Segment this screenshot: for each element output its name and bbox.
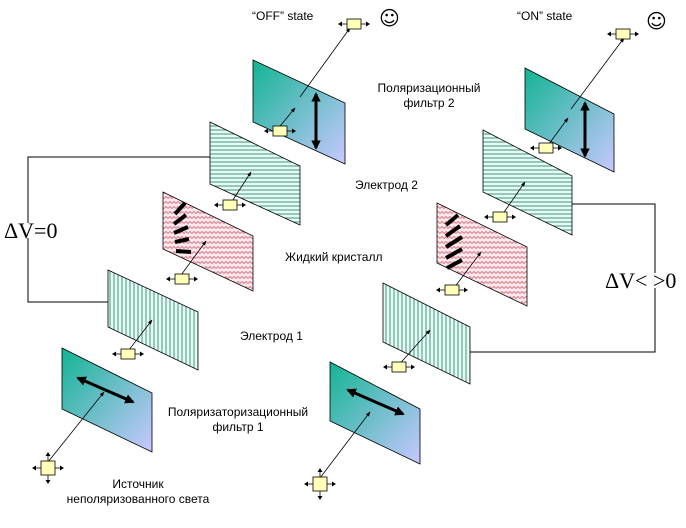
right-polarizer-1 bbox=[329, 361, 421, 465]
left-electrode-2 bbox=[209, 121, 301, 226]
smiley-off-icon: ☺ bbox=[379, 6, 400, 30]
right-electrode-2 bbox=[482, 129, 573, 236]
electrode-2-label: Электрод 2 bbox=[355, 178, 418, 192]
smiley-on-icon: ☺ bbox=[646, 9, 667, 33]
liquid-crystal-label: Жидкий кристалл bbox=[285, 250, 383, 264]
right-crystal-molecules bbox=[444, 213, 464, 270]
off-stack bbox=[31, 18, 371, 485]
voltage-off-label: ΔV=0 bbox=[4, 218, 58, 243]
right-polarizer-1-axis bbox=[346, 388, 405, 416]
on-state-label: “ON” state bbox=[517, 9, 573, 23]
light-packet-off-3 bbox=[213, 199, 247, 211]
on-stack bbox=[303, 28, 640, 501]
polarization-filter-2-label: Поляризационный фильтр 2 bbox=[377, 81, 481, 110]
light-packet-on-2 bbox=[435, 284, 469, 296]
voltage-on-label: ΔV< >0 bbox=[605, 268, 677, 293]
light-packet-off-out bbox=[337, 18, 371, 30]
light-packet-on-3 bbox=[483, 211, 517, 223]
light-packet-off-1 bbox=[111, 348, 145, 360]
left-polarizer-1 bbox=[61, 347, 153, 453]
off-state-label: “OFF” state bbox=[252, 9, 314, 23]
light-source-label: Источник неполяризованного света bbox=[66, 477, 210, 506]
light-packet-on-out bbox=[606, 28, 640, 40]
left-polarizer-2 bbox=[252, 59, 346, 165]
right-polarizer-2 bbox=[524, 67, 615, 173]
left-polarizer-1-axis bbox=[76, 376, 135, 404]
polarization-filter-1-label: Поляризаторизационный фильтр 1 bbox=[167, 405, 309, 434]
light-source-on bbox=[303, 467, 337, 501]
left-crystal-molecules bbox=[172, 201, 192, 254]
left-electrode-1 bbox=[107, 269, 199, 371]
light-packet-on-1 bbox=[382, 361, 416, 373]
electrode-1-label: Электрод 1 bbox=[240, 329, 303, 343]
light-packet-off-2 bbox=[165, 273, 199, 285]
